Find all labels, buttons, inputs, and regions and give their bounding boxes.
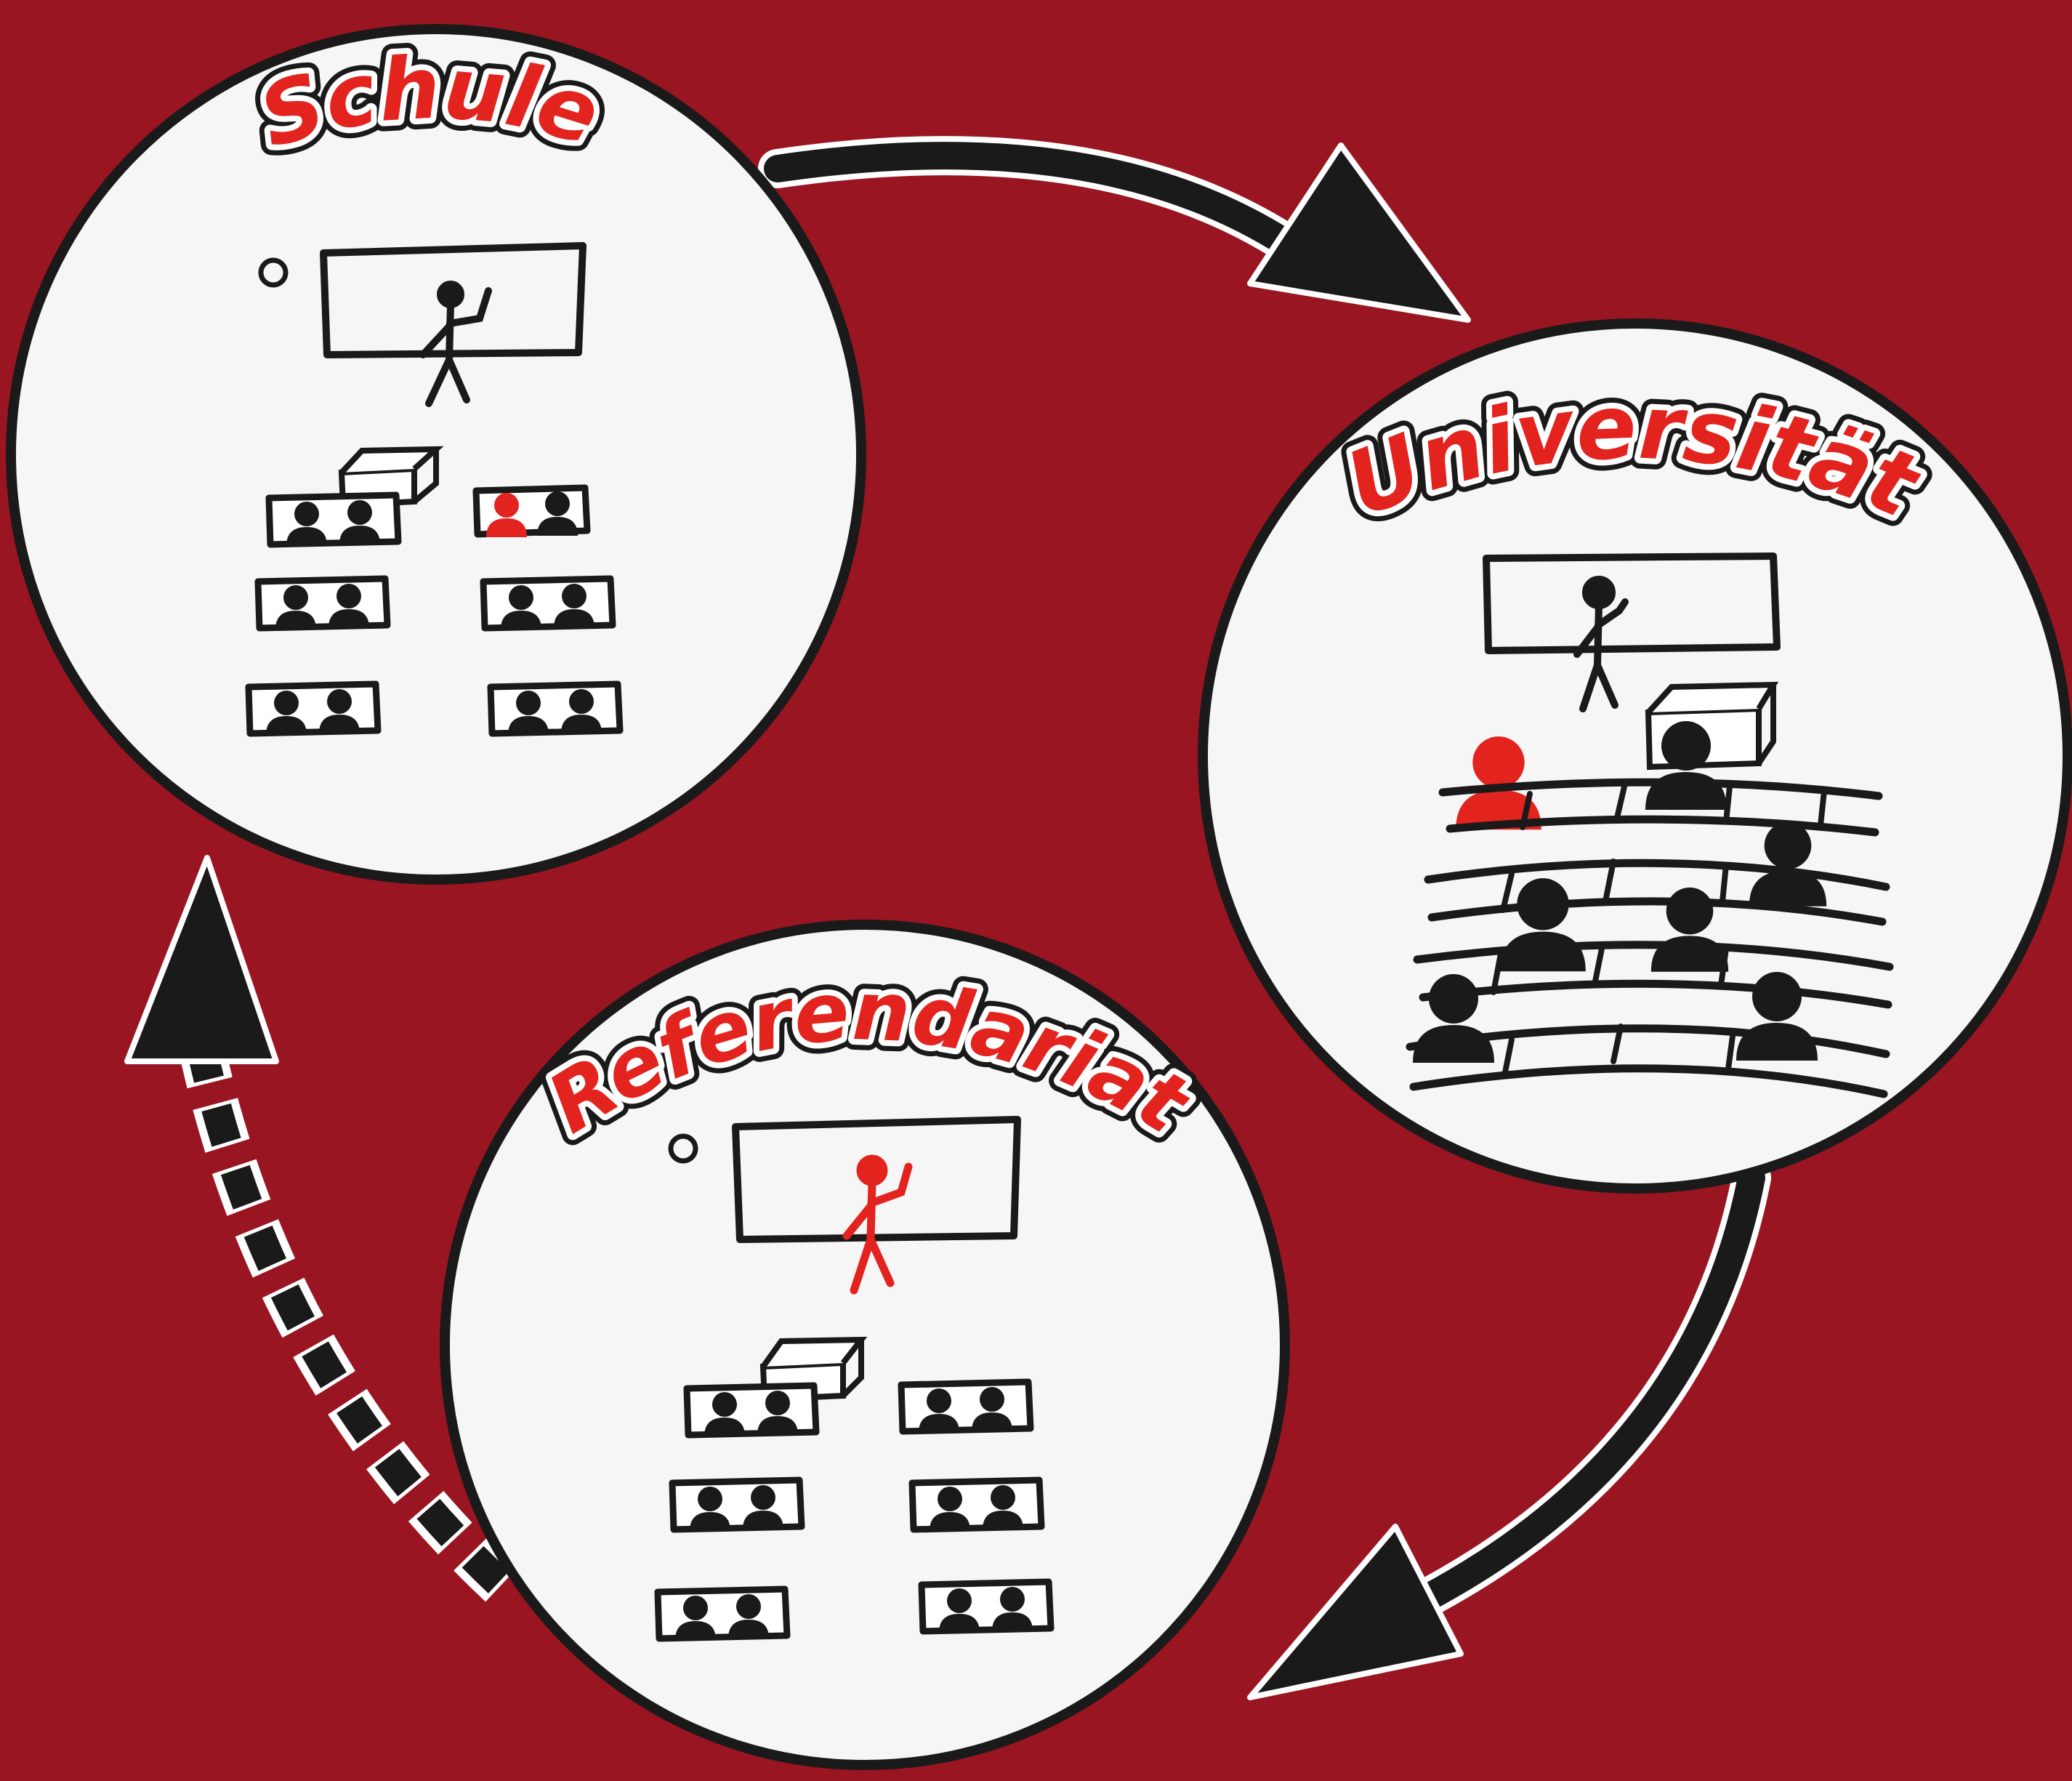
stick-figure-icon <box>419 281 492 407</box>
stick-figure-icon <box>842 1154 913 1295</box>
classroom-icon <box>249 242 620 735</box>
circle-universitaet <box>1198 318 2072 1194</box>
classroom-icon <box>658 1116 1051 1640</box>
arrow-schule-to-universitaet <box>758 136 1471 323</box>
arrow-referendariat-to-schule <box>124 855 517 1602</box>
circle-referendariat <box>440 920 1290 1770</box>
teacher-desk-icon <box>759 1336 868 1403</box>
clock-icon <box>258 257 289 288</box>
clock-icon <box>668 1133 698 1164</box>
arrow-universitaet-to-referendariat <box>1247 1158 1771 1700</box>
lecture-hall-icon <box>1406 552 1894 1098</box>
whiteboard <box>320 242 586 358</box>
